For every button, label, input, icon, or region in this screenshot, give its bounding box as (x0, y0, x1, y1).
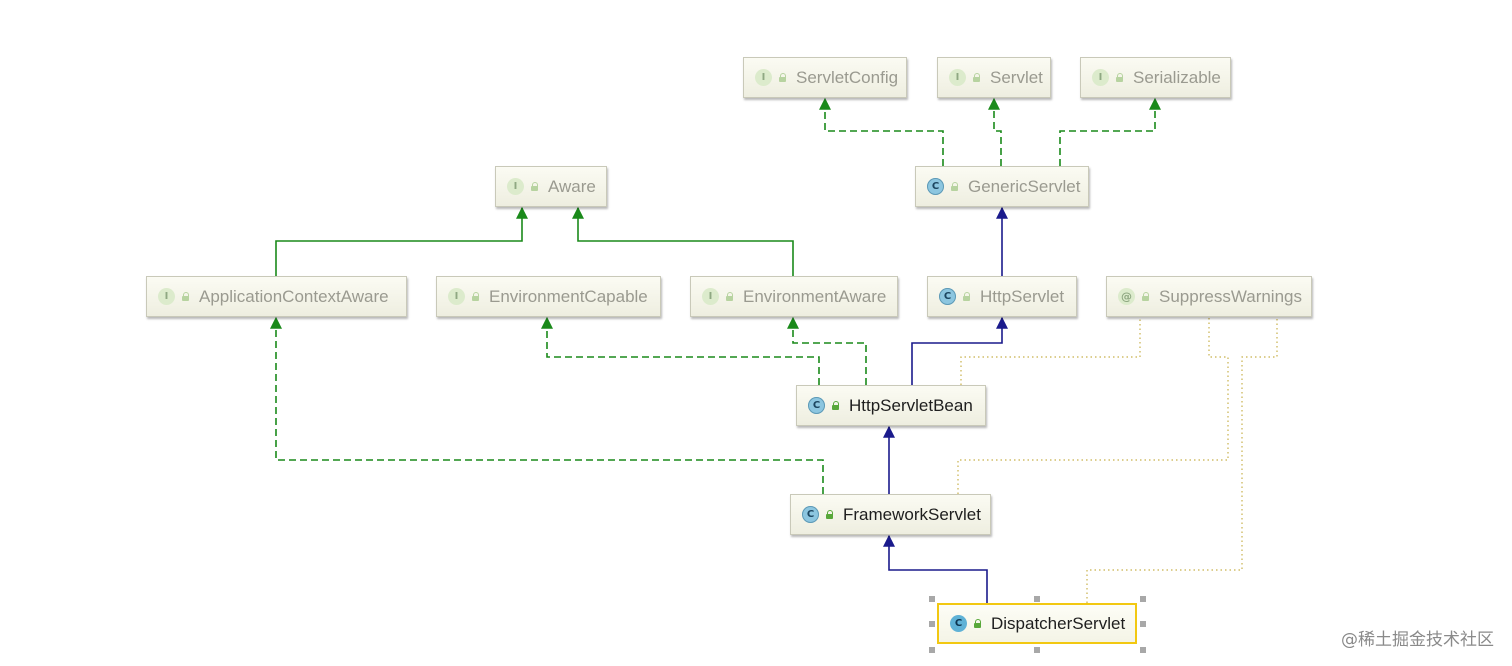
edge-httpservletbean-to-httpservlet (911, 316, 1008, 385)
node-httpservletbean[interactable]: C HttpServletBean (796, 385, 986, 426)
node-label: HttpServlet (980, 286, 1065, 306)
public-lock-icon (181, 292, 190, 301)
interface-icon: I (949, 69, 966, 86)
node-servletconfig[interactable]: I ServletConfig (743, 57, 907, 98)
abstract-class-icon: C (939, 288, 956, 305)
interface-icon: I (507, 178, 524, 195)
edge-genericservlet-to-servletconfig (819, 97, 944, 166)
abstract-class-icon: C (927, 178, 944, 195)
node-label: ServletConfig (796, 67, 899, 87)
node-frameworkservlet[interactable]: C FrameworkServlet (790, 494, 991, 535)
edge-genericservlet-to-servlet (988, 97, 1002, 166)
node-serializable[interactable]: I Serializable (1080, 57, 1231, 98)
public-lock-icon (725, 292, 734, 301)
public-lock-icon (972, 73, 981, 82)
selection-handle-top-left[interactable] (929, 596, 935, 602)
selection-handle-middle-right[interactable] (1140, 621, 1146, 627)
edge-httpservletbean-to-environmentcapable (541, 316, 820, 385)
node-label: HttpServletBean (849, 395, 973, 415)
public-lock-icon (825, 510, 834, 519)
public-lock-icon (950, 182, 959, 191)
node-applicationcontextaware[interactable]: I ApplicationContextAware (146, 276, 407, 317)
edge-httpservletbean-to-suppresswarnings (960, 318, 1141, 385)
interface-icon: I (158, 288, 175, 305)
node-suppresswarnings[interactable]: @ SuppressWarnings (1106, 276, 1312, 317)
node-label: Serializable (1133, 67, 1221, 87)
edge-dispatcherservlet-to-suppresswarnings (1086, 318, 1278, 603)
interface-icon: I (755, 69, 772, 86)
abstract-class-icon: C (808, 397, 825, 414)
public-lock-icon (973, 619, 982, 628)
node-servlet[interactable]: I Servlet (937, 57, 1051, 98)
public-lock-icon (471, 292, 480, 301)
selection-handle-bottom-middle[interactable] (1034, 647, 1040, 653)
public-lock-icon (962, 292, 971, 301)
edge-httpservletbean-to-environmentaware (787, 316, 867, 385)
node-label: Aware (548, 176, 596, 196)
annotation-icon: @ (1118, 288, 1135, 305)
interface-icon: I (702, 288, 719, 305)
node-httpservlet[interactable]: C HttpServlet (927, 276, 1077, 317)
edge-applicationcontextaware-to-aware (275, 206, 528, 276)
node-label: FrameworkServlet (843, 504, 981, 524)
node-environmentcapable[interactable]: I EnvironmentCapable (436, 276, 661, 317)
selection-handle-top-middle[interactable] (1034, 596, 1040, 602)
selection-handle-top-right[interactable] (1140, 596, 1146, 602)
node-label: ApplicationContextAware (199, 286, 389, 306)
interface-icon: I (448, 288, 465, 305)
node-environmentaware[interactable]: I EnvironmentAware (690, 276, 898, 317)
public-lock-icon (1141, 292, 1150, 301)
node-label: Servlet (990, 67, 1043, 87)
edge-environmentaware-to-aware (572, 206, 794, 276)
selection-handle-bottom-right[interactable] (1140, 647, 1146, 653)
node-aware[interactable]: I Aware (495, 166, 607, 207)
node-genericservlet[interactable]: C GenericServlet (915, 166, 1089, 207)
node-label: EnvironmentAware (743, 286, 887, 306)
selection-handle-bottom-left[interactable] (929, 647, 935, 653)
public-lock-icon (831, 401, 840, 410)
edge-genericservlet-to-serializable (1059, 97, 1161, 166)
node-label: EnvironmentCapable (489, 286, 648, 306)
edge-dispatcherservlet-to-frameworkservlet (883, 534, 988, 603)
abstract-class-icon: C (802, 506, 819, 523)
node-dispatcherservlet[interactable]: C DispatcherServlet (937, 603, 1137, 644)
node-label: DispatcherServlet (991, 613, 1126, 633)
selection-handle-middle-left[interactable] (929, 621, 935, 627)
public-lock-icon (778, 73, 787, 82)
public-lock-icon (1115, 73, 1124, 82)
edge-frameworkservlet-to-applicationcontextaware (270, 316, 824, 494)
node-label: SuppressWarnings (1159, 286, 1302, 306)
node-label: GenericServlet (968, 176, 1081, 196)
edge-frameworkservlet-to-suppresswarnings (957, 318, 1229, 494)
watermark: @稀土掘金技术社区 (1341, 630, 1494, 650)
interface-icon: I (1092, 69, 1109, 86)
class-icon: C (950, 615, 967, 632)
public-lock-icon (530, 182, 539, 191)
